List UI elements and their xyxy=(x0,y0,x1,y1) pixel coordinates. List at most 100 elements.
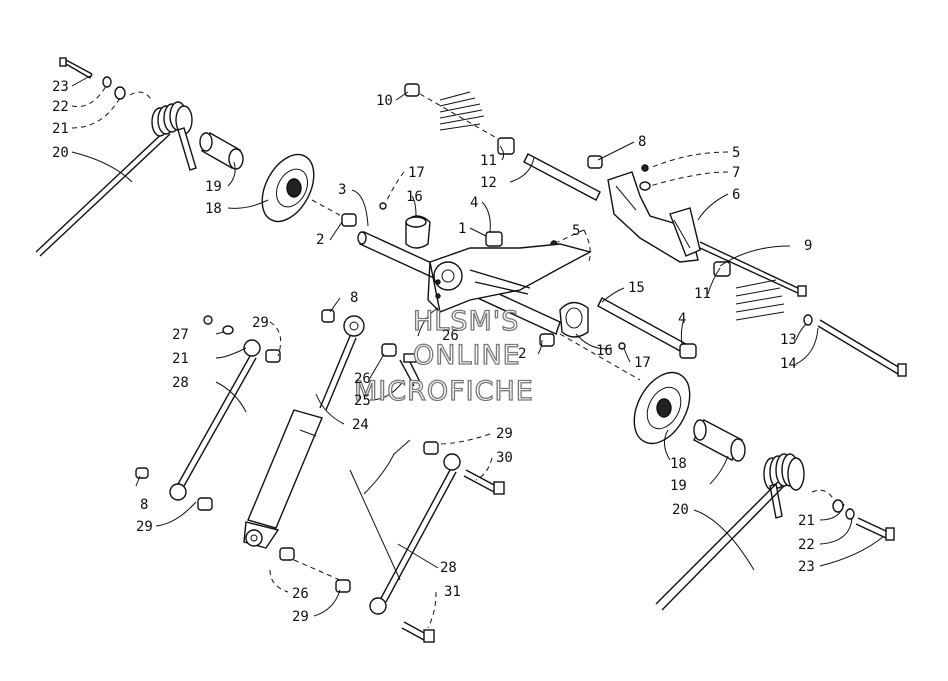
bracket-6 xyxy=(607,171,701,263)
callout: 8 xyxy=(638,134,646,150)
callout: 19 xyxy=(205,179,222,195)
right-lockwasher-22 xyxy=(845,508,855,520)
nut-8-shock xyxy=(321,309,335,323)
callout: 25 xyxy=(354,393,371,409)
left-hidden-line xyxy=(129,91,153,102)
bushing-4-top xyxy=(485,231,503,247)
screw-17-left xyxy=(379,202,387,210)
link-rod-28-right xyxy=(369,453,461,615)
callout: 20 xyxy=(52,145,69,161)
nut-8-link xyxy=(135,467,149,479)
callout: 16 xyxy=(596,343,613,359)
shock-absorber-24 xyxy=(243,315,365,549)
bolt-14 xyxy=(817,319,907,377)
bolt-30 xyxy=(463,469,505,495)
callout: 9 xyxy=(804,238,812,254)
callout: 4 xyxy=(678,311,686,327)
callout: 29 xyxy=(252,315,269,331)
watermark-line-3: MICROFICHE xyxy=(354,376,534,407)
callout: 3 xyxy=(338,182,346,198)
callout: 5 xyxy=(732,145,740,161)
callout: 4 xyxy=(470,195,478,211)
nut-10 xyxy=(404,83,420,97)
washer-13 xyxy=(803,314,813,326)
watermark-line-1: HLSM'S xyxy=(413,306,519,337)
bumper-16-right xyxy=(559,301,589,338)
swing-arm-1 xyxy=(427,243,592,313)
bushing-29-link-top xyxy=(265,349,281,363)
callout: 29 xyxy=(292,609,309,625)
left-spacer-19 xyxy=(199,132,244,170)
callout: 22 xyxy=(798,537,815,553)
bushing-26-lower xyxy=(279,547,295,561)
washer-7 xyxy=(639,181,651,191)
callout: 17 xyxy=(634,355,651,371)
callout: 7 xyxy=(732,165,740,181)
bumper-16-left xyxy=(405,215,431,249)
callout: 22 xyxy=(52,99,69,115)
bushing-29-lower xyxy=(335,579,351,593)
bushing-2-right xyxy=(539,333,555,347)
bolt-31 xyxy=(401,621,435,643)
callout: 19 xyxy=(670,478,687,494)
callout: 5 xyxy=(572,223,580,239)
right-idler-wheel-18 xyxy=(633,371,691,445)
callout: 29 xyxy=(136,519,153,535)
screw-17-right xyxy=(618,342,626,350)
callout: 11 xyxy=(480,153,497,169)
callout: 28 xyxy=(172,375,189,391)
grease-fitting-5-top xyxy=(641,164,649,172)
nut-8-top xyxy=(587,155,603,169)
right-torsion-spring-20 xyxy=(655,453,805,611)
callout: 28 xyxy=(440,560,457,576)
callout: 6 xyxy=(732,187,740,203)
callout: 11 xyxy=(694,286,711,302)
callout: 23 xyxy=(798,559,815,575)
callout: 17 xyxy=(408,165,425,181)
left-torsion-spring-20 xyxy=(35,101,197,257)
callout: 14 xyxy=(780,356,797,372)
hatch-area-upper xyxy=(439,91,485,131)
left-bolt-23 xyxy=(59,57,93,79)
callout: 1 xyxy=(458,221,466,237)
callout: 27 xyxy=(172,327,189,343)
callout: 8 xyxy=(350,290,358,306)
washer-21-link xyxy=(222,325,234,335)
callout: 26 xyxy=(442,328,459,344)
watermark: HLSM'S ONLINE MICROFICHE xyxy=(353,305,534,407)
callout: 15 xyxy=(628,280,645,296)
callout: 12 xyxy=(480,175,497,191)
bushing-26-shock xyxy=(381,343,397,357)
callout: 20 xyxy=(672,502,689,518)
cross-shaft-12 xyxy=(523,153,601,201)
watermark-line-2: ONLINE xyxy=(413,340,521,371)
callout: 13 xyxy=(780,332,797,348)
callout: 2 xyxy=(316,232,324,248)
bushing-11-right xyxy=(713,261,731,277)
bushing-2-left xyxy=(341,213,357,227)
bushing-4-right xyxy=(679,343,697,359)
callout: 26 xyxy=(292,586,309,602)
callout: 23 xyxy=(52,79,69,95)
bolt-9 xyxy=(699,241,803,291)
callout: 10 xyxy=(376,93,393,109)
callout: 30 xyxy=(496,450,513,466)
left-washer-21 xyxy=(114,86,126,100)
nut-27 xyxy=(203,315,213,325)
callout: 18 xyxy=(205,201,222,217)
callout: 29 xyxy=(496,426,513,442)
callout-labels: 23 22 21 20 19 18 10 11 12 8 5 7 6 3 17 … xyxy=(52,79,815,625)
callout: 26 xyxy=(354,371,371,387)
callout: 24 xyxy=(352,417,369,433)
callout: 8 xyxy=(140,497,148,513)
callout: 21 xyxy=(798,513,815,529)
callout: 21 xyxy=(172,351,189,367)
leader-lines xyxy=(71,75,885,629)
callout: 2 xyxy=(518,346,526,362)
right-bolt-23 xyxy=(855,517,895,541)
bushing-29-link-bottom xyxy=(197,497,213,511)
hatch-area-right xyxy=(735,279,785,321)
callout: 16 xyxy=(406,189,423,205)
